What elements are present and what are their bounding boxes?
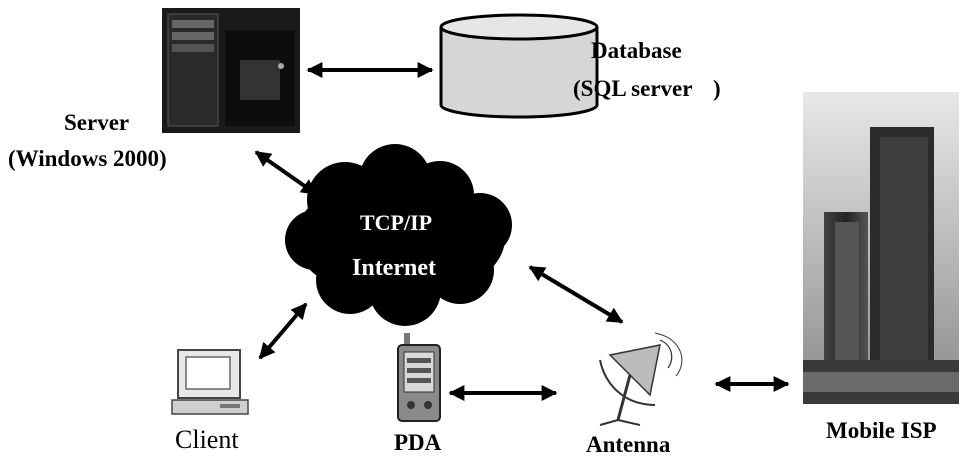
connection-arrows: [254, 62, 790, 401]
antenna-icon: [599, 332, 683, 426]
server-icon: [162, 8, 300, 133]
cloud-internet-label: Internet: [352, 255, 436, 281]
arrow-cloud-client: [258, 302, 308, 360]
arrow-server-cloud: [254, 150, 318, 196]
database-icon: [439, 13, 599, 119]
server-os-label: (Windows 2000): [8, 146, 167, 171]
cloud-protocol-label: TCP/IP: [360, 210, 433, 235]
building-photo: [803, 92, 959, 404]
cloud-shape: [285, 144, 512, 326]
arrow-cloud-antenna: [528, 265, 624, 324]
client-label: Client: [175, 425, 239, 454]
database-server-label-close: ): [713, 76, 721, 101]
antenna-label: Antenna: [586, 432, 671, 457]
database-label: Database: [591, 38, 682, 63]
client-icon: [171, 349, 249, 415]
pda-icon: [397, 333, 441, 422]
server-label: Server: [64, 110, 130, 135]
database-server-label: (SQL server: [573, 76, 693, 101]
mobile-isp-label: Mobile ISP: [826, 418, 937, 443]
pda-label: PDA: [394, 430, 442, 455]
